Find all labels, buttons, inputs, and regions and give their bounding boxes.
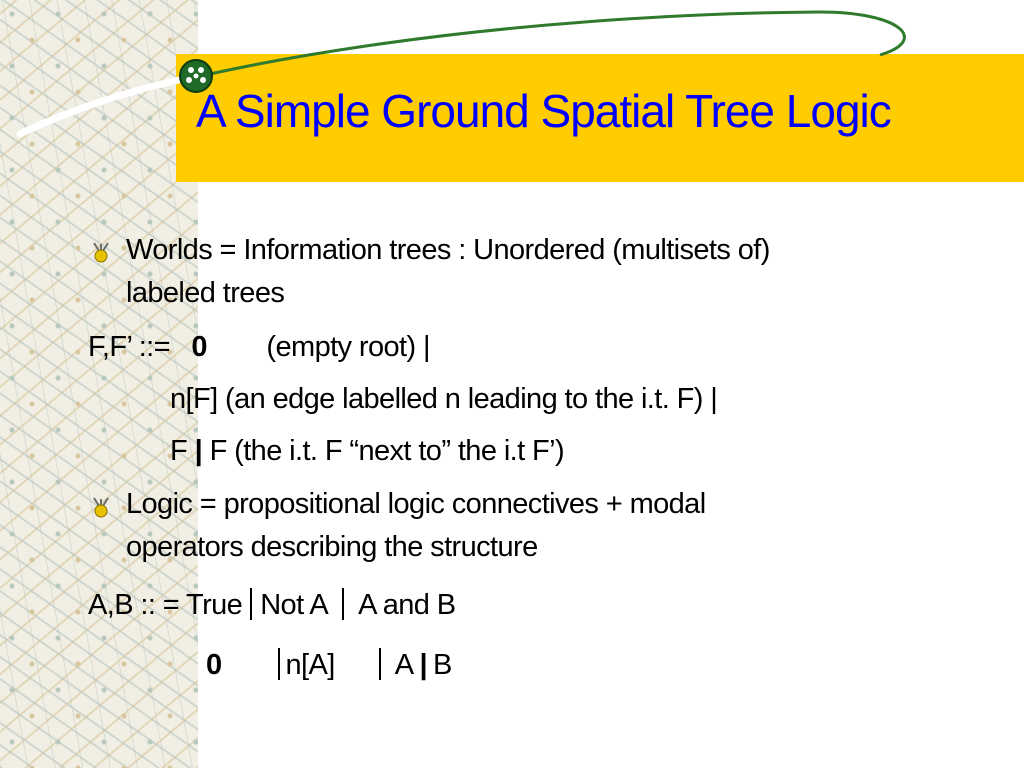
title-band xyxy=(176,54,1024,182)
grammar-ab-bar xyxy=(342,588,345,620)
grammar-ab-row1: A,B :: = True Not A A and B xyxy=(88,588,456,622)
swoosh-decoration xyxy=(16,10,906,138)
grammar-f-comp-row: F | F (the i.t. F “next to” the i.t F’) xyxy=(170,434,565,468)
grammar-f-row1: F,F’ ::= 0 (empty root) | xyxy=(88,330,431,364)
grammar-ab-and: A and B xyxy=(358,589,456,621)
tree-node-bullet-icon xyxy=(93,242,109,263)
bullet-logic-line1: Logic = propositional logic connectives … xyxy=(126,488,706,520)
grammar-f-edge: n[F] (an edge labelled n leading to the … xyxy=(170,383,718,415)
bullet-logic-line2: operators describing the structure xyxy=(126,531,538,563)
tree-logo-icon xyxy=(179,59,213,93)
grammar-ab-not: Not A xyxy=(260,589,329,621)
grammar-ab-comp-b: B xyxy=(432,649,452,681)
bullet-worlds-line2: labeled trees xyxy=(126,277,285,309)
grammar-ab-row2: 0 n[A] A|B xyxy=(206,648,452,682)
grammar-ab-comp-bar: | xyxy=(419,649,427,681)
grammar-ab-comp-a: A xyxy=(394,649,414,681)
grammar-ab-bar xyxy=(378,648,381,680)
tree-node-bullet-icon xyxy=(93,497,109,518)
grammar-ab-lhs: A,B :: = True xyxy=(88,589,243,621)
grammar-f-lhs: F,F’ ::= xyxy=(88,331,171,363)
grammar-f-zero: 0 xyxy=(191,331,207,363)
grammar-f-comp-rest: F (the i.t. F “next to” the i.t F’) xyxy=(209,435,565,467)
grammar-f-comp-bar: | xyxy=(194,435,203,467)
grammar-ab-edge: n[A] xyxy=(285,649,336,681)
grammar-ab-zero: 0 xyxy=(206,649,222,681)
bullet-worlds-line1: Worlds = Information trees : Unordered (… xyxy=(126,234,770,266)
slide-title: A Simple Ground Spatial Tree Logic xyxy=(196,85,892,137)
grammar-f-zero-desc: (empty root) | xyxy=(266,331,430,363)
grammar-ab-bar xyxy=(250,588,253,620)
grammar-ab-bar xyxy=(277,648,280,680)
grammar-f-comp-f: F xyxy=(170,435,188,467)
